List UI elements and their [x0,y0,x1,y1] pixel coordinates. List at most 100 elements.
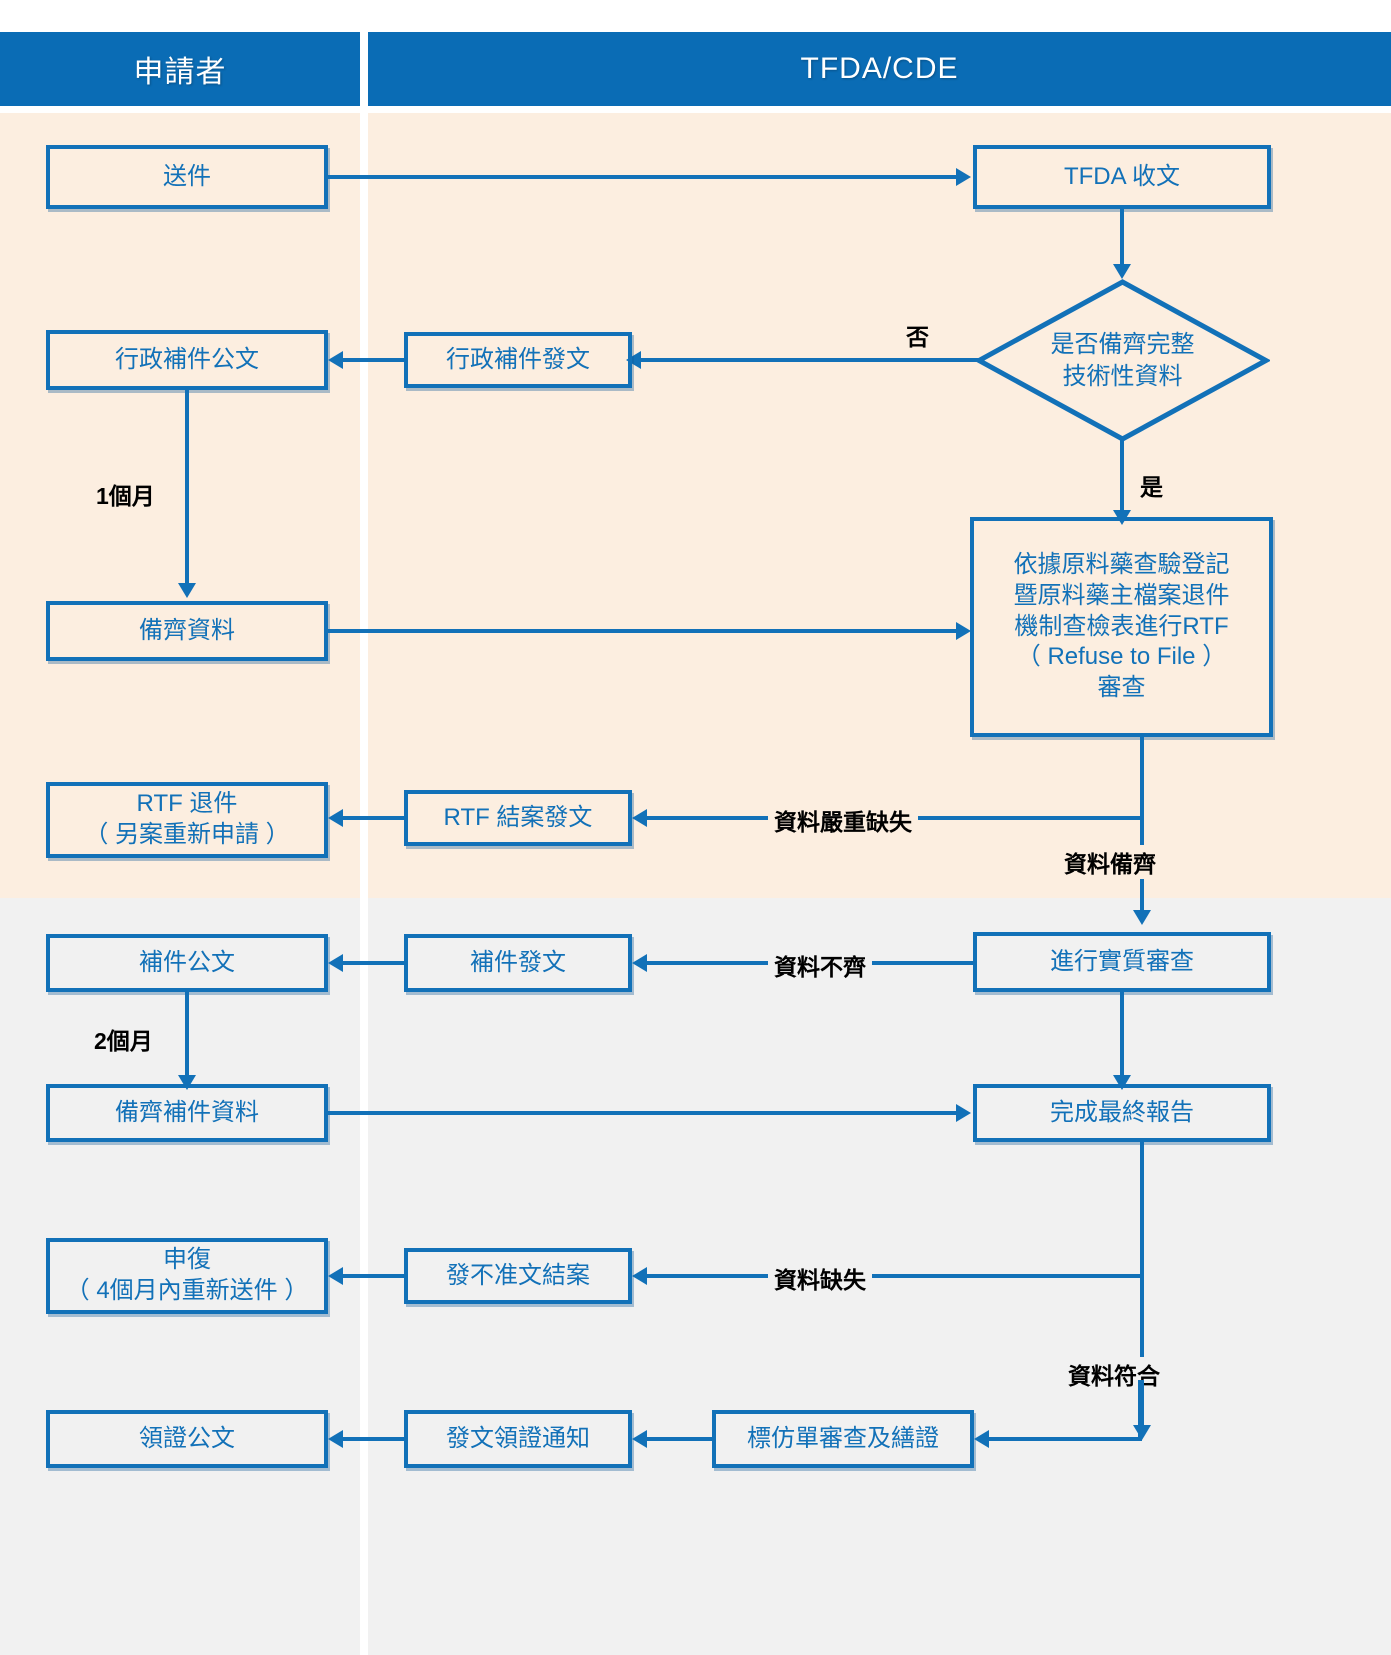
edge-issue-to-doc-admin [342,358,404,362]
arrow-issue-to-doc-admin [328,351,343,369]
lane-band-agency-upper [368,113,1391,898]
node-rtf-review-line4: （ Refuse to File ） [1016,643,1227,671]
node-rtf-review[interactable]: 依據原料藥查驗登記 暨原料藥主檔案退件 機制查檢表進行RTF （ Refuse … [970,517,1273,737]
node-admin-supplement-issue[interactable]: 行政補件發文 [404,332,632,388]
node-tfda-receipt[interactable]: TFDA 收文 [973,145,1271,209]
node-submit[interactable]: 送件 [46,145,328,209]
edge-data-missing [646,1274,1142,1278]
node-admin-supplement-issue-label: 行政補件發文 [446,345,590,373]
edge-admin-doc-to-prepare [185,390,189,588]
node-supplement-issue[interactable]: 補件發文 [404,934,632,992]
node-rejection-issue-label: 發不准文結案 [446,1261,590,1289]
node-label-review-label: 標仿單審查及繕證 [747,1424,939,1452]
edge-label-data-incomplete: 資料不齊 [768,948,872,982]
node-license-notice[interactable]: 發文領證通知 [404,1410,632,1468]
edge-final-report-stem [1140,1142,1144,1432]
node-prepare-supplement-data[interactable]: 備齊補件資料 [46,1084,328,1142]
edge-supplement-doc-to-prepare [185,992,189,1080]
node-tfda-receipt-label: TFDA 收文 [1063,162,1180,190]
arrow-stem-to-label-review [974,1430,989,1448]
node-label-review[interactable]: 標仿單審查及繕證 [712,1410,974,1468]
node-appeal[interactable]: 申復 （ 4個月內重新送件 ） [46,1238,328,1314]
arrow-prepare-supplement-to-final [956,1104,971,1122]
edge-rtf-review-stem [1140,737,1144,915]
arrow-rejection-to-appeal [328,1267,343,1285]
edge-label-data-missing: 資料缺失 [768,1261,872,1295]
lane-header-applicant-label: 申請者 [133,56,227,89]
node-supplement-doc[interactable]: 補件公文 [46,934,328,992]
edge-label-severe-deficiency: 資料嚴重缺失 [768,803,918,837]
node-license-doc[interactable]: 領證公文 [46,1410,328,1468]
edge-label-review-to-notice [646,1437,712,1441]
edge-final-down-to-label-row [1138,1380,1142,1439]
edge-final-to-label-review [1140,1380,1144,1430]
node-license-notice-label: 發文領證通知 [446,1424,590,1452]
node-prepare-data[interactable]: 備齊資料 [46,601,328,661]
node-admin-supplement-doc[interactable]: 行政補件公文 [46,330,328,390]
arrow-submit-to-receipt [956,168,971,186]
arrow-prepare-to-rtf-review [956,622,971,640]
lane-band-applicant-upper [0,113,360,898]
lane-header-agency-label: TFDA/CDE [800,52,959,85]
arrow-admin-doc-to-prepare [178,583,196,598]
arrow-receipt-to-decision [1113,264,1131,279]
node-rtf-close-issue[interactable]: RTF 結案發文 [404,790,632,846]
arrow-label-review-to-notice [632,1430,647,1448]
node-appeal-line2: （ 4個月內重新送件 ） [65,1277,309,1304]
edge-label-yes: 是 [1134,468,1169,502]
lane-separator [360,113,368,1655]
edge-decision-yes [1120,440,1124,515]
arrow-license-notice-to-doc [328,1430,343,1448]
edge-label-data-complete: 資料備齊 [1058,845,1162,879]
edge-submit-to-receipt [328,175,958,179]
arrow-rtf-close-to-return [328,809,343,827]
node-final-report[interactable]: 完成最終報告 [973,1084,1271,1142]
edge-prepare-supplement-to-final [328,1111,958,1115]
node-supplement-doc-label: 補件公文 [139,948,235,976]
lane-header-agency: TFDA/CDE [368,32,1391,106]
node-final-report-label: 完成最終報告 [1050,1098,1194,1126]
node-substantive-review-label: 進行實質審查 [1050,947,1194,975]
arrow-final-to-label-review [1133,1425,1151,1440]
node-supplement-issue-label: 補件發文 [470,948,566,976]
edge-stem-to-label-review [988,1437,1048,1441]
node-rtf-review-line1: 依據原料藥查驗登記 [1013,551,1230,579]
edge-substantive-to-final [1120,992,1124,1080]
node-rtf-return[interactable]: RTF 退件 （ 另案重新申請 ） [46,782,328,858]
edge-label-no: 否 [900,318,935,352]
lane-band-applicant-lower [0,898,360,1655]
node-decision[interactable]: 是否備齊完整 技術性資料 [975,278,1270,443]
edge-label-row-horizontal [1040,1437,1142,1441]
arrow-supplement-issue-to-doc [328,954,343,972]
edge-supplement-issue-to-doc [342,961,404,965]
edge-rtf-close-to-return [342,816,404,820]
arrow-data-missing [632,1267,647,1285]
arrow-data-incomplete [632,954,647,972]
edge-rejection-to-appeal [342,1274,404,1278]
node-rtf-return-line2: （ 另案重新申請 ） [84,821,290,848]
edge-prepare-to-rtf-review [328,629,958,633]
arrow-severe-deficiency [632,809,647,827]
node-substantive-review[interactable]: 進行實質審查 [973,932,1271,992]
node-admin-supplement-doc-label: 行政補件公文 [115,345,259,373]
node-rtf-review-line5: 審查 [1097,674,1146,702]
node-rtf-return-line1: RTF 退件 [136,790,238,818]
edge-decision-no [640,358,980,362]
edge-label-one-month: 1個月 [90,477,161,511]
edge-receipt-to-decision [1120,209,1124,269]
lane-header-applicant: 申請者 [0,32,360,106]
edge-label-two-months: 2個月 [88,1022,159,1056]
node-prepare-supplement-data-label: 備齊補件資料 [115,1098,259,1126]
node-rtf-close-issue-label: RTF 結案發文 [443,803,593,831]
node-prepare-data-label: 備齊資料 [139,616,235,644]
node-appeal-line1: 申復 [163,1246,211,1274]
node-submit-label: 送件 [163,162,211,190]
edge-license-notice-to-doc [342,1437,404,1441]
node-rejection-issue[interactable]: 發不准文結案 [404,1248,632,1304]
arrow-rtf-review-to-substantive [1133,910,1151,925]
node-license-doc-label: 領證公文 [139,1424,235,1452]
decision-diamond-shape [975,279,1270,442]
node-rtf-review-line3: 機制查檢表進行RTF [1014,612,1229,640]
edge-label-data-conforms: 資料符合 [1062,1357,1166,1391]
